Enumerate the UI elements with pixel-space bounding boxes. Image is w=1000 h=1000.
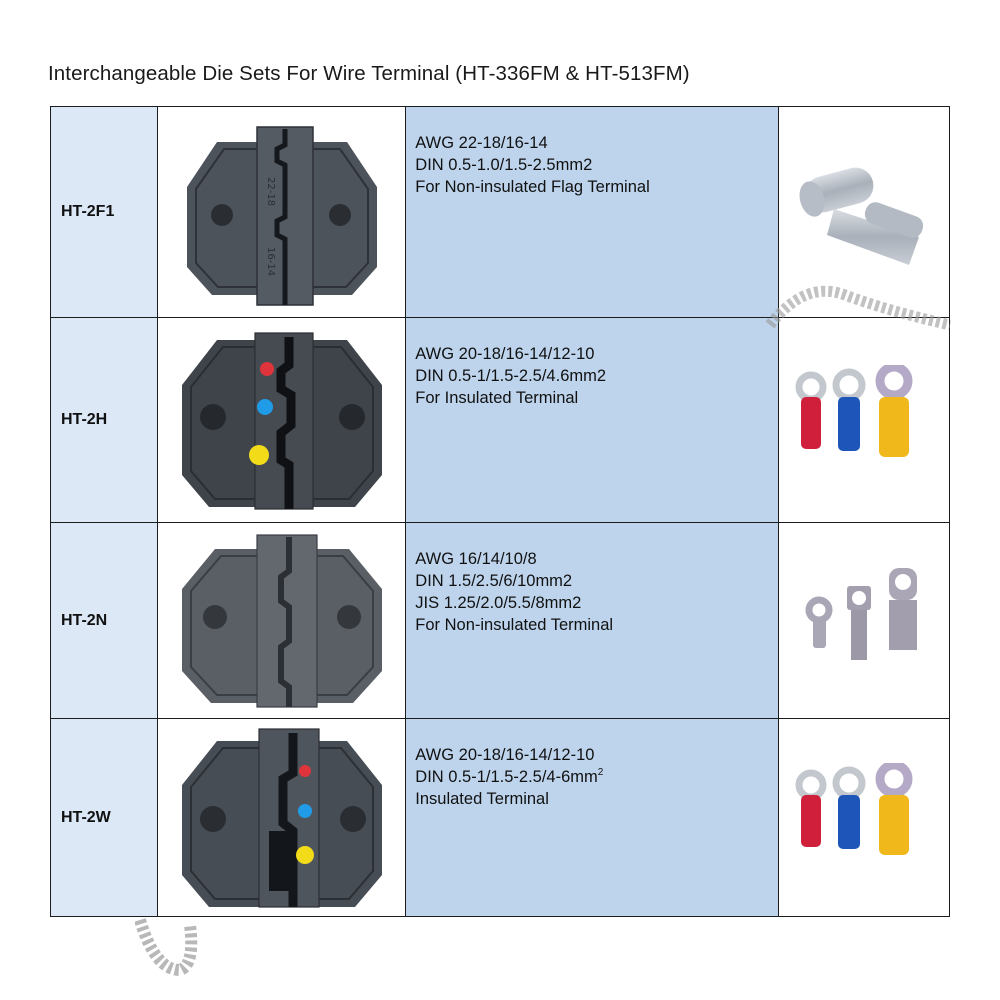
- die-code: HT-2H: [49, 317, 159, 523]
- die-image-cell: [157, 522, 407, 719]
- spec-cell: AWG 22-18/16-14 DIN 0.5-1.0/1.5-2.5mm2 F…: [405, 106, 779, 318]
- die-image-cell: [157, 317, 407, 523]
- die-code: HT-2N: [49, 522, 159, 719]
- spec-cell: AWG 20-18/16-14/12-10 DIN 0.5-1/1.5-2.5/…: [405, 317, 779, 523]
- svg-text:16-14: 16-14: [265, 247, 276, 276]
- spec-type: For Insulated Terminal: [415, 389, 579, 407]
- terminal-image-cell: [778, 317, 950, 523]
- flag-terminal-image: [799, 167, 924, 265]
- terminal-image-cell: [778, 522, 950, 719]
- spec-din: DIN 0.5-1/1.5-2.5/4.6mm2: [415, 367, 607, 385]
- non-insulated-ring-terminals-image: [805, 567, 917, 660]
- red-dot-icon: [298, 764, 311, 777]
- terminal-image-cell: [778, 718, 950, 917]
- blue-dot-icon: [256, 399, 273, 415]
- yellow-dot-icon: [295, 845, 314, 864]
- die-code: HT-2W: [49, 718, 159, 917]
- die-set-table: HT-2F1 22-18 16-14 AWG 22-18/16-14 DIN 0…: [49, 106, 950, 917]
- page-title: Interchangeable Die Sets For Wire Termin…: [48, 62, 690, 85]
- spec-awg: AWG 20-18/16-14/12-10: [415, 746, 595, 764]
- blue-dot-icon: [297, 803, 312, 818]
- die-image-cell: 22-18 16-14: [157, 106, 407, 318]
- spec-din-line: DIN 0.5-1/1.5-2.5/4-6mm2: [415, 766, 778, 788]
- table-row: HT-2N AWG 16/14/10/8 DIN 1.5/2.5/6/10mm2…: [49, 522, 950, 719]
- die-set-ht-2f1-image: 22-18 16-14: [186, 126, 377, 306]
- terminal-image-cell: [778, 106, 950, 318]
- die-set-ht-2n-image: [181, 533, 382, 708]
- spec-din-superscript: 2: [597, 767, 604, 778]
- svg-text:22-18: 22-18: [265, 177, 276, 206]
- table-row: HT-2W AWG 20-18/16-14/12-10 DIN 0.5-1/1.…: [49, 718, 950, 917]
- spec-cell: AWG 16/14/10/8 DIN 1.5/2.5/6/10mm2 JIS 1…: [405, 522, 779, 719]
- spec-type: For Non-insulated Flag Terminal: [415, 178, 650, 196]
- insulated-ring-terminals-image: [795, 365, 913, 457]
- spec-din: DIN 1.5/2.5/6/10mm2: [415, 572, 573, 590]
- spec-din: DIN 0.5-1/1.5-2.5/4-6mm: [415, 768, 598, 786]
- spec-cell: AWG 20-18/16-14/12-10 DIN 0.5-1/1.5-2.5/…: [405, 718, 779, 917]
- spec-din: DIN 0.5-1.0/1.5-2.5mm2: [415, 156, 593, 174]
- die-set-ht-2h-image: [181, 332, 382, 510]
- spec-awg: AWG 16/14/10/8: [415, 550, 537, 568]
- yellow-dot-icon: [248, 445, 269, 465]
- spec-type: Insulated Terminal: [415, 790, 549, 808]
- die-code: HT-2F1: [49, 106, 159, 318]
- insulated-ring-terminals-image: [795, 762, 913, 855]
- die-set-ht-2w-image: [181, 727, 382, 908]
- spec-awg: AWG 22-18/16-14: [415, 134, 548, 152]
- die-image-cell: [157, 718, 407, 917]
- spec-type: For Non-insulated Terminal: [415, 616, 614, 634]
- spec-jis: JIS 1.25/2.0/5.5/8mm2: [415, 594, 582, 612]
- table-row: HT-2F1 22-18 16-14 AWG 22-18/16-14 DIN 0…: [49, 106, 950, 318]
- spec-awg: AWG 20-18/16-14/12-10: [415, 345, 595, 363]
- table-row: HT-2H AWG 20-18/16-14/12-10 DIN 0.5-1/1.…: [49, 317, 950, 523]
- watermark-swoosh-icon: [135, 918, 198, 977]
- red-dot-icon: [259, 362, 274, 376]
